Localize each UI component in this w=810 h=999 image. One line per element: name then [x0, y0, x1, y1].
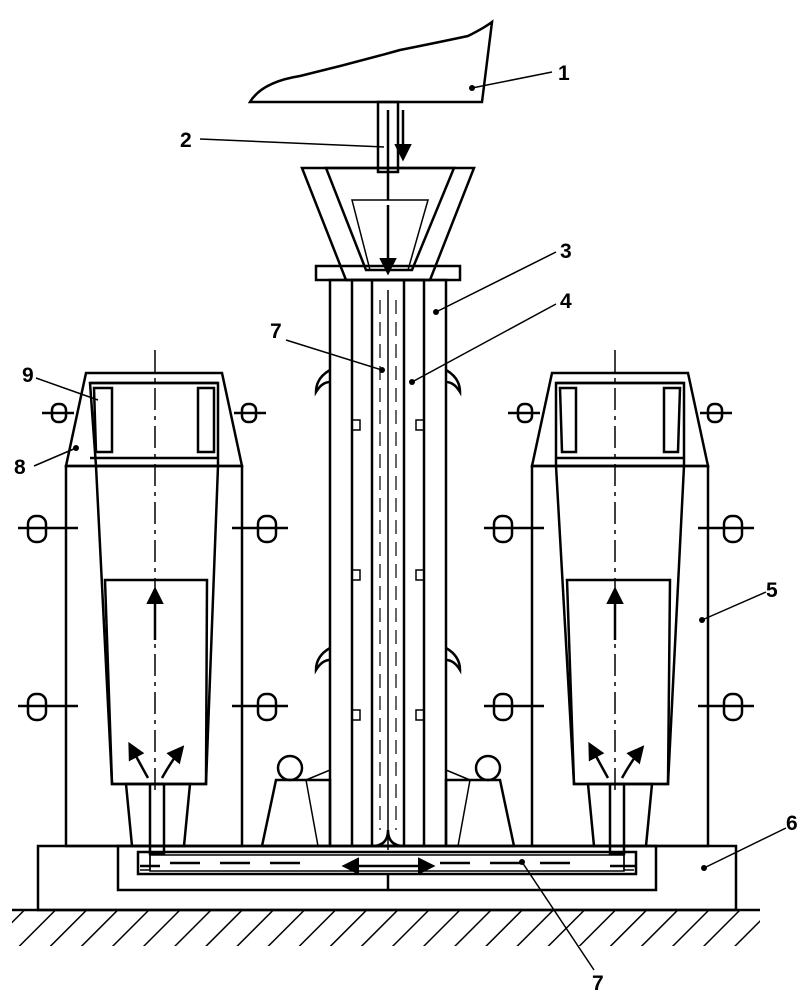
ladle [247, 19, 494, 200]
right-support-block [444, 754, 516, 848]
label-7-top: 7 [270, 320, 282, 343]
label-9: 9 [22, 364, 34, 387]
label-8: 8 [14, 456, 26, 479]
ground [12, 908, 760, 946]
central-sprue [314, 264, 462, 850]
pouring-funnel [300, 166, 476, 282]
label-3: 3 [560, 240, 572, 263]
right-ingot-mould [484, 350, 754, 871]
label-7-bottom: 7 [592, 972, 604, 995]
label-6: 6 [786, 812, 798, 835]
label-2: 2 [180, 129, 192, 152]
runner-channel [140, 854, 635, 875]
left-ingot-mould [18, 350, 288, 871]
leader-dots [73, 85, 707, 871]
leader-lines [33, 71, 787, 971]
label-1: 1 [558, 62, 570, 85]
label-4: 4 [560, 290, 572, 313]
label-5: 5 [766, 579, 778, 602]
left-support-block [260, 754, 332, 848]
